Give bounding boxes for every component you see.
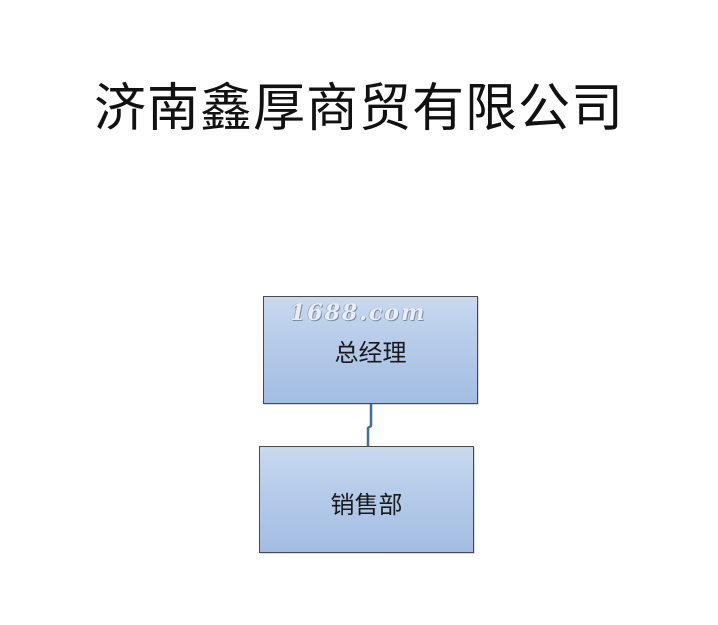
org-node-label: 销售部 [330,491,403,519]
org-node-sales-department[interactable]: 销售部 [259,446,474,553]
org-node-label: 总经理 [334,339,407,367]
page-title: 济南鑫厚商贸有限公司 [93,79,624,139]
watermark-logo: 1688.com [290,300,427,326]
org-node-general-manager[interactable]: 总经理 [263,296,478,404]
